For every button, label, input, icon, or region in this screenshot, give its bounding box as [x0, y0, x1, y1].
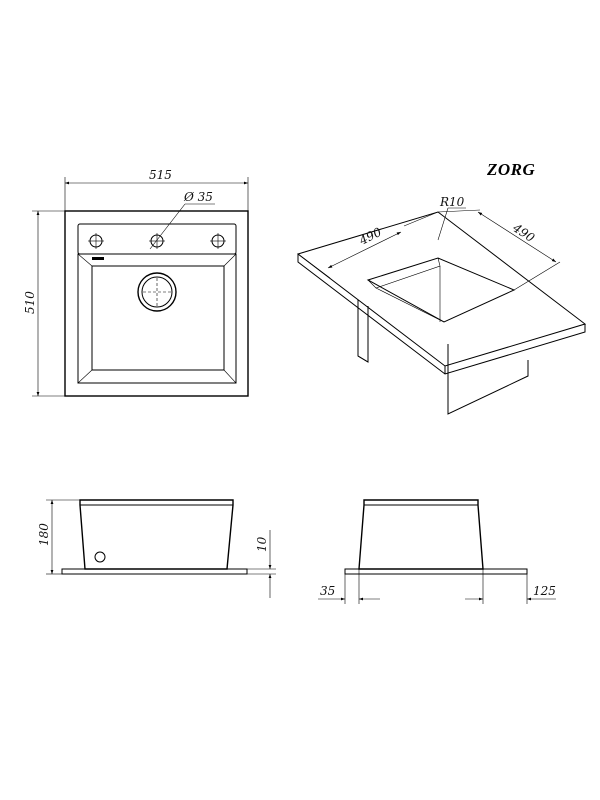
drain-icon	[137, 272, 177, 312]
front-counter-slab	[344, 568, 528, 575]
brand-logo: ZORG	[486, 160, 536, 179]
hole-diameter-label: Ø 35	[183, 190, 213, 204]
tap-hole-right-icon	[210, 233, 226, 249]
hole-leader-line	[149, 203, 186, 250]
radius-leader-line	[437, 207, 449, 241]
basin-inner	[91, 265, 225, 371]
front-sink-body	[358, 499, 484, 570]
cabinet-side-right	[447, 344, 529, 415]
left-offset-label: 35	[320, 584, 335, 598]
radius-label: R10	[439, 195, 465, 209]
isometric-view: 490 490 R10	[296, 195, 587, 415]
height-dimension-label: 510	[23, 291, 37, 314]
side-counter-slab	[61, 568, 248, 575]
right-offset-label: 125	[533, 584, 556, 598]
side-height-dimension-label: 180	[37, 523, 51, 546]
counter-top	[296, 211, 587, 367]
front-view: 35 125	[318, 499, 556, 604]
top-view: 515 510	[23, 168, 249, 397]
sink-cutout	[366, 257, 516, 323]
tap-hole-left-icon	[88, 233, 104, 249]
left-depth-dimension-label: 490	[356, 225, 384, 248]
logo-plate	[92, 257, 104, 260]
tap-hole-center-icon	[149, 233, 165, 249]
left-depth-dimension-line	[327, 231, 402, 269]
overflow-hole-icon	[94, 551, 106, 563]
width-dimension-label: 515	[149, 168, 172, 182]
right-width-dimension-line	[477, 211, 557, 263]
sink-outer-rim	[64, 210, 249, 397]
side-view: 180 10	[37, 499, 276, 598]
side-sink-body	[79, 499, 234, 570]
rim-dimension-label: 10	[255, 536, 269, 552]
